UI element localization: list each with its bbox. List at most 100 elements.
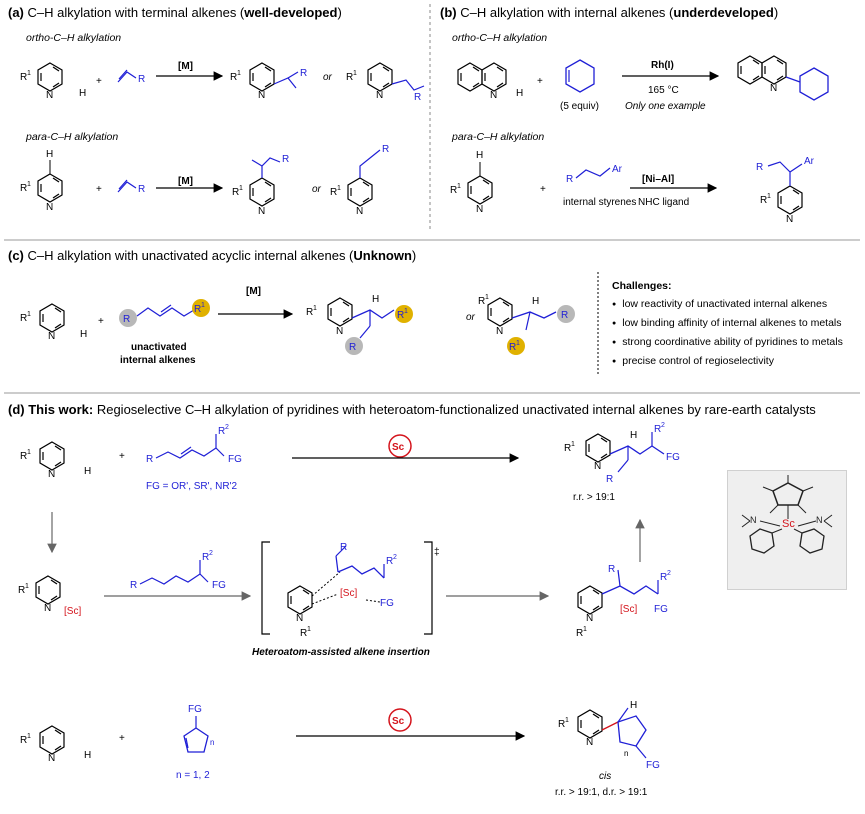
svg-text:N: N xyxy=(750,515,757,525)
panel-a-catalyst-2: [M] xyxy=(178,176,193,187)
svg-text:R: R xyxy=(232,187,239,198)
svg-text:R: R xyxy=(20,313,27,324)
svg-text:1: 1 xyxy=(25,583,29,590)
svg-text:2: 2 xyxy=(667,570,671,577)
svg-text:R: R xyxy=(397,310,404,321)
svg-text:1: 1 xyxy=(571,441,575,448)
svg-text:1: 1 xyxy=(27,70,31,77)
panel-b-rh-catalyst: Rh(I) xyxy=(651,60,674,71)
svg-text:H: H xyxy=(84,466,91,477)
panel-b-para-label: para-C–H alkylation xyxy=(452,131,545,143)
svg-text:R: R xyxy=(756,162,763,173)
svg-text:R: R xyxy=(608,564,615,575)
svg-text:N: N xyxy=(586,613,593,624)
svg-text:H: H xyxy=(532,296,539,307)
svg-text:2: 2 xyxy=(393,554,397,561)
svg-text:N: N xyxy=(586,737,593,748)
panel-b-only-one: Only one example xyxy=(625,101,706,112)
svg-text:1: 1 xyxy=(583,626,587,633)
svg-text:N: N xyxy=(48,753,55,764)
svg-text:H: H xyxy=(372,294,379,305)
svg-text:[Sc]: [Sc] xyxy=(620,604,637,615)
svg-text:1: 1 xyxy=(237,70,241,77)
svg-text:Sc: Sc xyxy=(392,442,405,453)
panel-a-or-2: or xyxy=(312,184,321,195)
svg-text:R: R xyxy=(566,174,573,185)
svg-text:1: 1 xyxy=(313,305,317,312)
svg-text:2: 2 xyxy=(225,424,229,431)
svg-text:R: R xyxy=(654,424,661,435)
svg-text:R: R xyxy=(20,183,27,194)
panel-b-nhc: NHC ligand xyxy=(638,197,690,208)
svg-text:1: 1 xyxy=(337,185,341,192)
panel-b-ortho-label: ortho-C–H alkylation xyxy=(452,32,548,44)
svg-text:1: 1 xyxy=(457,183,461,190)
svg-text:N: N xyxy=(490,90,497,101)
scandium-catalyst-structure: Sc N N xyxy=(727,470,847,590)
panel-b-plus-2: + xyxy=(540,184,546,195)
svg-text:Sc: Sc xyxy=(392,716,405,727)
challenge-item-2: low binding affinity of internal alkenes… xyxy=(612,318,841,329)
panel-c-plus: + xyxy=(98,316,104,327)
svg-text:N: N xyxy=(48,331,55,342)
svg-text:N: N xyxy=(336,326,343,337)
panel-d-plus-2: + xyxy=(119,733,125,744)
svg-text:N: N xyxy=(46,202,53,213)
challenge-item-4: precise control of regioselectivity xyxy=(612,356,774,367)
svg-text:R: R xyxy=(478,296,485,307)
svg-text:n: n xyxy=(624,749,628,758)
svg-text:H: H xyxy=(516,88,523,99)
svg-text:1: 1 xyxy=(404,308,408,315)
svg-text:N: N xyxy=(476,204,483,215)
svg-text:R: R xyxy=(660,572,667,583)
svg-text:R: R xyxy=(340,542,347,553)
svg-text:2: 2 xyxy=(661,422,665,429)
svg-text:R: R xyxy=(606,474,613,485)
svg-text:n: n xyxy=(210,738,214,747)
svg-text:Ar: Ar xyxy=(804,156,815,167)
svg-text:R: R xyxy=(146,454,153,465)
svg-text:N: N xyxy=(48,469,55,480)
svg-text:1: 1 xyxy=(27,181,31,188)
panel-a-title: (a) C–H alkylation with terminal alkenes… xyxy=(8,5,342,20)
panel-b-internal-styrenes: internal styrenes xyxy=(563,197,637,208)
svg-text:R: R xyxy=(300,68,307,79)
svg-text:N: N xyxy=(786,214,793,225)
svg-text:R: R xyxy=(123,314,130,325)
svg-text:N: N xyxy=(296,613,303,624)
panel-b-temperature: 165 °C xyxy=(648,85,679,96)
panel-d-rr-dr: r.r. > 19:1, d.r. > 19:1 xyxy=(555,787,648,798)
svg-text:N: N xyxy=(258,90,265,101)
svg-text:FG: FG xyxy=(380,598,394,609)
panel-c-catalyst: [M] xyxy=(246,286,261,297)
panel-b-ni-al: [Ni–Al] xyxy=(642,174,675,185)
panel-d-double-dagger: ‡ xyxy=(434,547,440,558)
panel-a-ortho-label: ortho-C–H alkylation xyxy=(26,32,122,44)
panel-d-fg-definition: FG = OR', SR', NR'2 xyxy=(146,481,238,492)
panel-a-para-label: para-C–H alkylation xyxy=(26,131,119,143)
svg-text:FG: FG xyxy=(666,452,680,463)
svg-text:R: R xyxy=(760,195,767,206)
panel-d-title: (d) This work: Regioselective C–H alkyla… xyxy=(8,402,816,417)
svg-text:N: N xyxy=(376,90,383,101)
svg-text:1: 1 xyxy=(27,733,31,740)
svg-text:R: R xyxy=(450,185,457,196)
svg-text:N: N xyxy=(356,206,363,217)
svg-text:1: 1 xyxy=(485,294,489,301)
svg-text:R: R xyxy=(300,628,307,639)
svg-text:[Sc]: [Sc] xyxy=(64,606,81,617)
panel-d-n-definition: n = 1, 2 xyxy=(176,770,210,781)
svg-text:R: R xyxy=(202,552,209,563)
svg-text:H: H xyxy=(80,329,87,340)
panel-a-plus-1: + xyxy=(96,76,102,87)
svg-text:1: 1 xyxy=(565,717,569,724)
challenge-item-3: strong coordinative ability of pyridines… xyxy=(612,337,843,348)
svg-text:H: H xyxy=(630,430,637,441)
svg-text:1: 1 xyxy=(307,626,311,633)
panel-b-plus-1: + xyxy=(537,76,543,87)
svg-text:N: N xyxy=(594,461,601,472)
svg-text:R: R xyxy=(282,154,289,165)
svg-text:N: N xyxy=(44,603,51,614)
svg-text:R: R xyxy=(138,74,145,85)
svg-text:R: R xyxy=(138,184,145,195)
